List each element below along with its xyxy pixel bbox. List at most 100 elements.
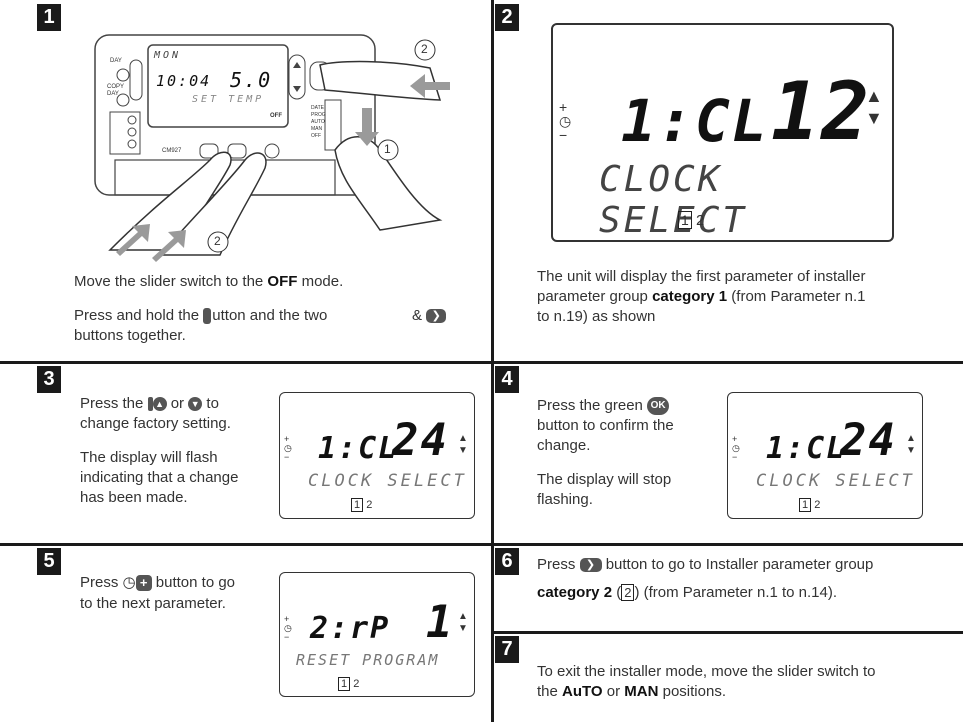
clock-icon: +◷− [732, 434, 740, 462]
clock-icon: +◷− [284, 614, 292, 642]
slider-label-auto: AUTO [311, 119, 325, 125]
panel4-text-3: change. [537, 437, 591, 454]
category-next: 2 [353, 678, 360, 690]
panel3-text-3: The display will flash [80, 449, 218, 466]
category-label: category 2 [537, 584, 613, 601]
down-button-icon: ▼ [188, 397, 203, 412]
text: or [602, 683, 625, 700]
step-badge-2: 2 [495, 4, 519, 31]
lcd-parameter-code: 1:CL [766, 431, 847, 466]
lcd-category: 1 2 [799, 498, 820, 512]
panel4-text-4: The display will stop [537, 471, 672, 488]
step-badge-4: 4 [495, 366, 519, 393]
text: Press the [80, 395, 144, 412]
ok-button-icon: OK [647, 397, 670, 416]
lcd-day: MON [154, 50, 182, 61]
step-badge-5: 5 [37, 548, 61, 575]
lcd-category: 1 2 [338, 677, 359, 691]
panel5-text-1: Press ◷+ button to go [80, 573, 235, 593]
category-next: 2 [366, 499, 373, 511]
lcd-display-panel5: +◷− 2:rP 1 ▲▼ RESET PROGRAM 1 2 [279, 572, 475, 697]
step-badge-1: 1 [37, 4, 61, 31]
lcd-time: 10:04 [156, 72, 212, 90]
category-box: 1 [338, 677, 351, 691]
panel5-text-2: to the next parameter. [80, 595, 226, 612]
text: Press [537, 556, 576, 573]
lcd-display-large: +◷− 1:CL 12 ▲▼ CLOCK SELECT 1 2 [551, 23, 894, 242]
category-box: 2 [621, 584, 635, 601]
clock-icon: ◷ [122, 574, 136, 592]
amp-wrap: & ❯ [412, 306, 447, 326]
slider-label-date: DATE [311, 105, 324, 111]
auto-mode-label: AuTO [562, 683, 603, 700]
text: ( [612, 584, 622, 601]
lcd-parameter-code: 1:CL [621, 87, 769, 155]
callout-2a: 2 [421, 42, 428, 56]
panel1-instruction-2: Press and hold the utton and the two & ❯ [74, 306, 474, 326]
step-badge-7: 7 [495, 636, 519, 663]
text: or [170, 395, 185, 412]
text: positions. [658, 683, 726, 700]
slider-label-man: MAN [311, 126, 323, 132]
text: Move the slider switch to the [74, 273, 268, 290]
lcd-parameter-code: 1:CL [318, 431, 399, 466]
right-chevron-button-icon: ❯ [426, 309, 447, 324]
lcd-temp: 5.0 [230, 68, 273, 92]
panel4-text-5: flashing. [537, 491, 593, 508]
lcd-display-panel3: +◷− 1:CL 24 ▲▼ CLOCK SELECT 1 2 [279, 392, 475, 519]
thermometer-icon [147, 397, 153, 412]
lcd-subtext: SET TEMP [192, 94, 265, 105]
panel2-text-1: The unit will display the first paramete… [537, 268, 866, 285]
plus-button-icon: + [135, 575, 152, 592]
text: ) (from Parameter n.1 to n.14). [634, 584, 838, 601]
callout-1: 1 [384, 142, 391, 156]
text: button to go [155, 574, 236, 591]
up-button-icon: ▲ [152, 397, 167, 412]
panel3-text-4: indicating that a change [80, 469, 239, 486]
lcd-off: OFF [270, 113, 282, 119]
panel7-text-1: To exit the installer mode, move the sli… [537, 663, 876, 680]
text: mode. [297, 273, 344, 290]
slider-labels: DATE PROG AUTO MAN OFF [311, 105, 326, 140]
text: button to go to Installer parameter grou… [605, 556, 874, 573]
panel3-text-5: has been made. [80, 489, 188, 506]
text: (from Parameter n.1 [727, 288, 866, 305]
panel6-text-2: category 2 (2) (from Parameter n.1 to n.… [537, 583, 837, 603]
lcd-parameter-value: 12 [771, 65, 872, 158]
step-badge-3: 3 [37, 366, 61, 393]
lcd-display-panel4: +◷− 1:CL 24 ▲▼ CLOCK SELECT 1 2 [727, 392, 923, 519]
off-mode-label: OFF [267, 273, 298, 290]
panel6-text-1: Press ❯ button to go to Installer parame… [537, 555, 873, 575]
step-badge-6: 6 [495, 548, 519, 575]
lcd-category: 1 2 [351, 498, 372, 512]
thermostat-illustration: MON 10:04 5.0 SET TEMP OFF DAY COPY DAY … [80, 20, 480, 265]
text: utton and the two [212, 307, 328, 324]
lcd-parameter-name: CLOCK SELECT [308, 471, 467, 491]
model-label: CM927 [162, 148, 182, 154]
ampersand: & [412, 307, 423, 324]
category-next: 2 [695, 212, 705, 229]
lcd-parameter-name: CLOCK SELECT [756, 471, 915, 491]
panel4-text-2: button to confirm the [537, 417, 674, 434]
panel2-text-2: parameter group category 1 (from Paramet… [537, 287, 866, 307]
up-down-arrows-icon: ▲▼ [458, 611, 468, 634]
lcd-parameter-name: RESET PROGRAM [296, 651, 440, 669]
right-chevron-button-icon: ❯ [579, 558, 602, 573]
panel4-text-1: Press the green OK [537, 396, 670, 416]
panel1-instruction-3: buttons together. [74, 327, 186, 344]
panel2-text-3: to n.19) as shown [537, 308, 656, 325]
slider-label-prog: PROG [311, 112, 326, 118]
text: the [537, 683, 563, 700]
horizontal-divider-1 [0, 361, 963, 364]
lcd-parameter-value: 24 [392, 415, 449, 466]
category-box: 1 [351, 498, 364, 512]
lcd-parameter-code: 2:rP [310, 611, 391, 646]
category-next: 2 [814, 499, 821, 511]
callout-2b: 2 [214, 234, 221, 248]
lcd-parameter-name: CLOCK SELECT [599, 159, 748, 241]
up-down-arrows-icon: ▲▼ [865, 86, 883, 128]
text: to [206, 395, 219, 412]
clock-icon: +◷− [284, 434, 292, 462]
clock-icon: +◷− [559, 99, 572, 143]
category-box: 1 [799, 498, 812, 512]
